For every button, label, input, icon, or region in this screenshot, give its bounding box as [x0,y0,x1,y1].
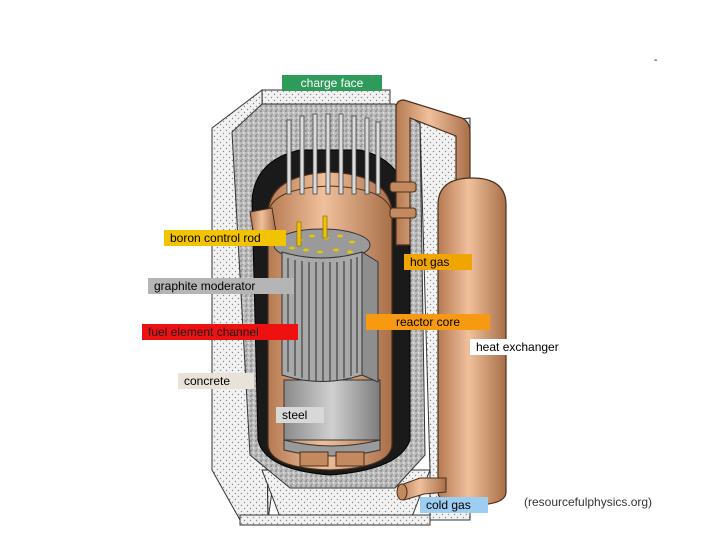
label-steel: steel [276,407,324,423]
graphite-core [281,251,379,383]
label-concrete: concrete [178,373,254,389]
charge-face-rods [286,113,381,195]
credit-text: (resourcefulphysics.org) [524,495,653,509]
boron-control-rods [296,215,328,247]
label-graphite-moderator: graphite moderator [148,278,294,294]
label-charge-face: charge face [282,75,382,91]
label-boron-control-rod: boron control rod [164,230,286,246]
bottom-supports [299,451,365,467]
label-hot-gas: hot gas [404,254,472,270]
label-reactor-core: reactor core [366,314,490,330]
corner-mark: - [654,55,658,66]
label-fuel-element-channel: fuel element channel [142,324,298,340]
label-cold-gas: cold gas [420,497,488,513]
hot-gas-pipe [389,99,471,246]
label-heat-exchanger: heat exchanger [470,339,580,355]
cold-gas-pipe [396,477,447,501]
